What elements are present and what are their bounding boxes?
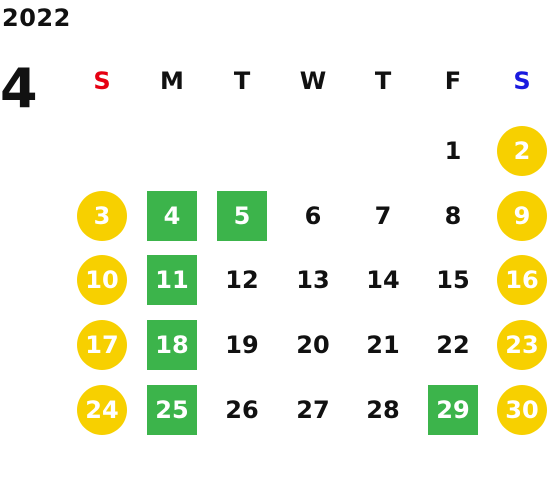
day-cell-8: 8 [444,202,462,230]
day-cell-7: 7 [374,202,392,230]
day-cell-29: 29 [428,385,478,435]
day-cell-12: 12 [225,266,259,294]
weekday-label: T [233,67,251,95]
day-cell-17: 17 [77,320,127,370]
day-cell-10: 10 [77,255,127,305]
day-cell-5: 5 [217,191,267,241]
day-cell-24: 24 [77,385,127,435]
day-cell-1: 1 [444,137,462,165]
day-cell-21: 21 [366,331,400,359]
day-cell-25: 25 [147,385,197,435]
weekday-label: W [299,67,327,95]
weekday-label: T [374,67,392,95]
calendar-year: 2022 [2,4,71,32]
day-cell-13: 13 [296,266,330,294]
calendar-month: 4 [0,57,38,120]
day-cell-9: 9 [497,191,547,241]
day-cell-18: 18 [147,320,197,370]
day-cell-19: 19 [225,331,259,359]
day-cell-23: 23 [497,320,547,370]
weekday-label: S [513,67,531,95]
weekday-label: M [160,67,184,95]
day-cell-26: 26 [225,396,259,424]
day-cell-6: 6 [304,202,322,230]
day-cell-14: 14 [366,266,400,294]
day-cell-11: 11 [147,255,197,305]
day-cell-22: 22 [436,331,470,359]
day-cell-16: 16 [497,255,547,305]
day-cell-27: 27 [296,396,330,424]
day-cell-3: 3 [77,191,127,241]
day-cell-20: 20 [296,331,330,359]
weekday-label: F [444,67,462,95]
day-cell-30: 30 [497,385,547,435]
day-cell-2: 2 [497,126,547,176]
weekday-label: S [93,67,111,95]
day-cell-15: 15 [436,266,470,294]
day-cell-28: 28 [366,396,400,424]
day-cell-4: 4 [147,191,197,241]
